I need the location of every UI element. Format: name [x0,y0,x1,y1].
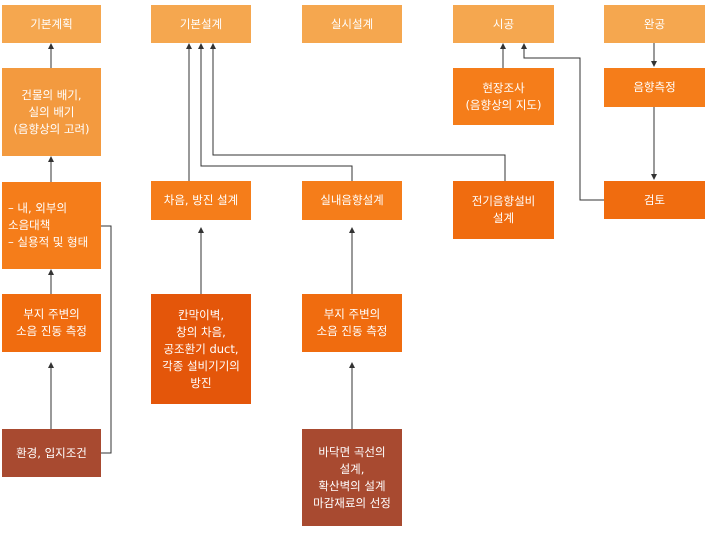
box-noise-measures: – 내, 외부의 소음대책 – 실용적 및 형태 [2,182,101,269]
phase-basic-design: 기본설계 [151,5,251,43]
bracket-env-measures [101,225,112,454]
box-site-noise-1: 부지 주변의 소음 진동 측정 [2,294,101,352]
box-room-acoustics: 실내음향설계 [302,181,402,220]
box-surface-design: 바닥면 곡선의 설계, 확산벽의 설계 마감재료의 선정 [302,429,402,526]
box-sound-insulation: 차음, 방진 설계 [151,181,251,220]
box-insulation-items: 칸막이벽, 창의 차음, 공조환기 duct, 각종 설비기기의 방진 [151,294,251,404]
phase-completion: 완공 [604,5,705,43]
box-electro-acoustic: 전기음향설비 설계 [453,181,554,239]
phase-construction: 시공 [453,5,554,43]
box-acoustic-measure: 음향측정 [604,68,705,107]
phase-detail-design: 실시설계 [302,5,402,43]
arrow-room-to-basic [198,43,353,181]
box-site-supervision: 현장조사 (음향상의 지도) [453,68,554,125]
arrow-electro-to-basic [210,43,506,181]
arrow-review-to-construction [521,43,604,201]
phase-basic-plan: 기본계획 [2,5,101,43]
box-review: 검토 [604,181,705,219]
box-site-noise-2: 부지 주변의 소음 진동 측정 [302,294,402,352]
box-environment: 환경, 입지조건 [2,429,101,477]
box-building-layout: 건물의 배기, 실의 배기 (음향상의 고려) [2,68,101,156]
